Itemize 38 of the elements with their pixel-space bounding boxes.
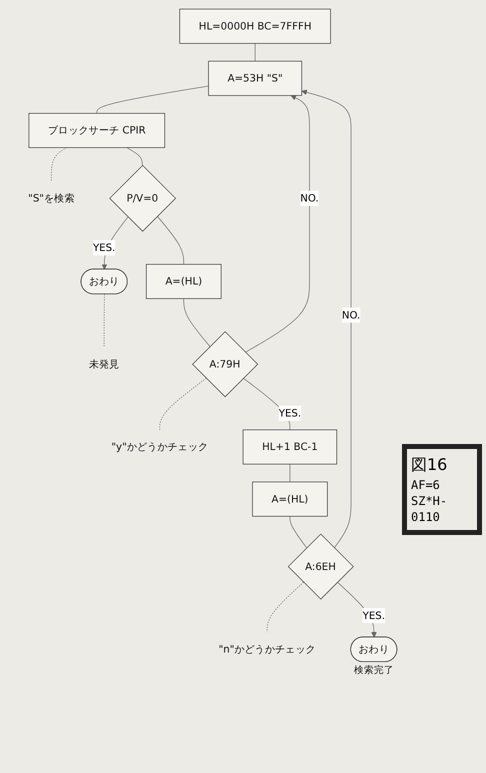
node-box: A=53H "S" (208, 60, 302, 96)
connector (159, 378, 207, 430)
connector (96, 86, 209, 114)
connector (126, 147, 143, 166)
note-text: SZ*H- (411, 494, 448, 508)
node-box: HL+1 BC-1 (242, 430, 338, 464)
arrow (337, 582, 377, 638)
node-diamond: A:79H (192, 331, 258, 398)
node-diamond: P/V=0 (109, 164, 176, 232)
note-text: AF=6 (411, 478, 441, 492)
node-box: A=(HL) (252, 482, 328, 517)
note-text: 図16 (411, 455, 448, 476)
edge-label: YES. (362, 609, 385, 622)
node-box: ブロックサーチ CPIR (28, 113, 166, 148)
edge-label: NO. (342, 308, 360, 321)
node-text: 未発見 (88, 358, 120, 370)
node-diamond: A:6EH (288, 534, 354, 600)
arrow (245, 95, 310, 353)
connector (243, 378, 290, 430)
node-box: A=(HL) (146, 264, 222, 299)
node-text: "y"かどうかチェック (111, 440, 208, 453)
connector (183, 298, 210, 347)
arrow (102, 216, 128, 270)
note-text: 0110 (411, 510, 441, 524)
connector (266, 582, 304, 632)
node-caption: 検索完了 (354, 665, 394, 676)
connector (157, 216, 184, 265)
arrow (302, 90, 352, 548)
node-text: "n"かどうかチェック (218, 642, 316, 656)
edge-label: YES. (278, 406, 302, 420)
connector (290, 516, 307, 548)
connector (51, 147, 68, 182)
node-box: HL=0000H BC=7FFFH (179, 8, 331, 44)
connector (104, 294, 105, 348)
edge-label: YES. (92, 241, 116, 254)
edge-label: NO. (300, 192, 319, 204)
node-text: "S"を検索 (28, 192, 74, 204)
connector (254, 43, 256, 62)
